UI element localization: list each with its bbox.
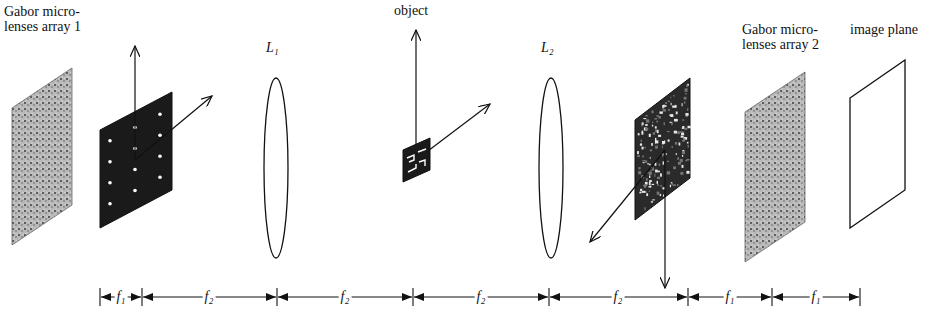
axis-arrow [415,30,416,160]
axis-arrow [664,150,665,288]
dimension-label: f₁ [724,289,737,304]
lens [264,78,288,258]
part-label: L₂ [539,40,556,55]
lens-array-plate [745,72,805,262]
lens [539,78,563,258]
dimension-label: f₁ [115,289,128,304]
part-label: image plane [848,22,920,37]
dimension-label: f₁ [810,289,823,304]
object-plate [403,138,430,182]
dimension-label: f₂ [203,289,216,304]
part-label: L₁ [264,40,281,55]
part-label: Gabor micro-lenses array 2 [740,22,848,53]
object-pattern [407,149,426,172]
axis-arrow [135,96,212,160]
part-label: Gabor micro-lenses array 1 [2,4,110,35]
speckle-plate [635,78,690,220]
speckle-texture [637,84,691,210]
dimension-label: f₂ [339,289,352,304]
image-plane-outline [850,60,905,228]
dimension-ticks [100,288,860,306]
lens-array-plate [12,68,72,245]
axis-arrow [590,150,665,242]
axis-arrow [134,46,135,160]
dimension-label: f₂ [475,289,488,304]
dimension-label: f₂ [612,289,625,304]
part-label: object [392,3,430,18]
dot-mask-plate [100,92,172,228]
